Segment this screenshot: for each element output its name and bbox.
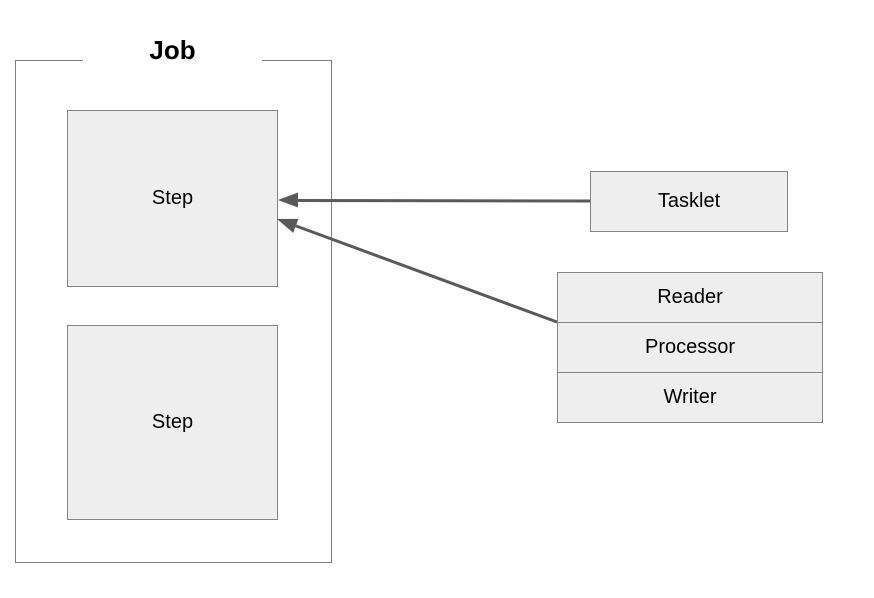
tasklet-label: Tasklet — [657, 190, 721, 212]
reader-label: Reader — [657, 286, 723, 308]
step-box-1: Step — [67, 110, 278, 287]
chunk-stack: Reader Processor Writer — [557, 272, 823, 423]
chunk-row-writer: Writer — [558, 372, 822, 422]
tasklet-box: Tasklet — [590, 171, 788, 232]
chunk-row-reader: Reader — [558, 273, 822, 322]
step-label-1: Step — [151, 187, 194, 209]
step-label-2: Step — [151, 411, 194, 433]
writer-label: Writer — [663, 386, 717, 408]
processor-label: Processor — [644, 336, 736, 358]
job-label: Job — [83, 34, 262, 66]
step-box-2: Step — [67, 325, 278, 520]
chunk-row-processor: Processor — [558, 322, 822, 372]
